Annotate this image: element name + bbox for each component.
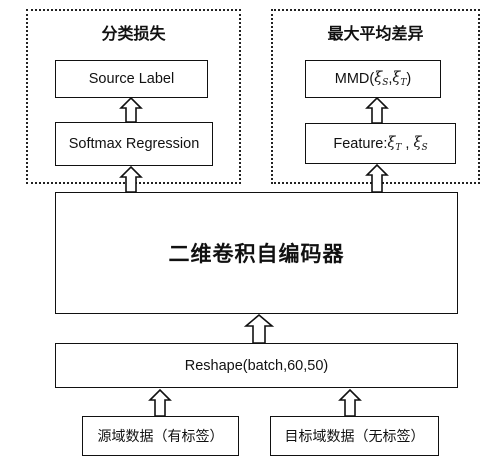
reshape-box: Reshape(batch,60,50)	[55, 343, 458, 388]
arrow-reshape-to-encoder	[243, 313, 275, 344]
feature-separator: ,	[401, 135, 414, 152]
mmd-box: MMD( ξS , ξT )	[305, 60, 441, 98]
mmd-prefix: MMD(	[334, 71, 375, 87]
arrow-feature-to-mmd	[365, 96, 389, 124]
feature-prefix: Feature:	[333, 135, 388, 152]
feature-box: Feature: ξT , ξS	[305, 123, 456, 164]
softmax-regression-box: Softmax Regression	[55, 122, 213, 166]
arrow-target-to-reshape	[338, 388, 362, 417]
source-label-box: Source Label	[55, 60, 208, 98]
arrow-encoder-to-feature	[365, 163, 389, 193]
mmd-xi-s: ξS	[374, 70, 389, 88]
mmd-title: 最大平均差异	[327, 24, 424, 43]
arrow-encoder-to-softmax	[119, 165, 143, 193]
classification-loss-title: 分类损失	[101, 24, 166, 43]
mmd-xi-t: ξT	[392, 70, 407, 88]
feature-xi-s: ξS	[413, 134, 428, 153]
mmd-suffix: )	[406, 71, 412, 87]
source-domain-data-box: 源域数据（有标签）	[82, 416, 239, 456]
mmd-separator: ,	[388, 71, 393, 87]
conv-autoencoder-box: 二维卷积自编码器	[55, 192, 458, 314]
feature-xi-t: ξT	[387, 134, 402, 153]
arrow-source-to-reshape	[148, 388, 172, 417]
arrow-softmax-to-source-label	[119, 96, 143, 123]
